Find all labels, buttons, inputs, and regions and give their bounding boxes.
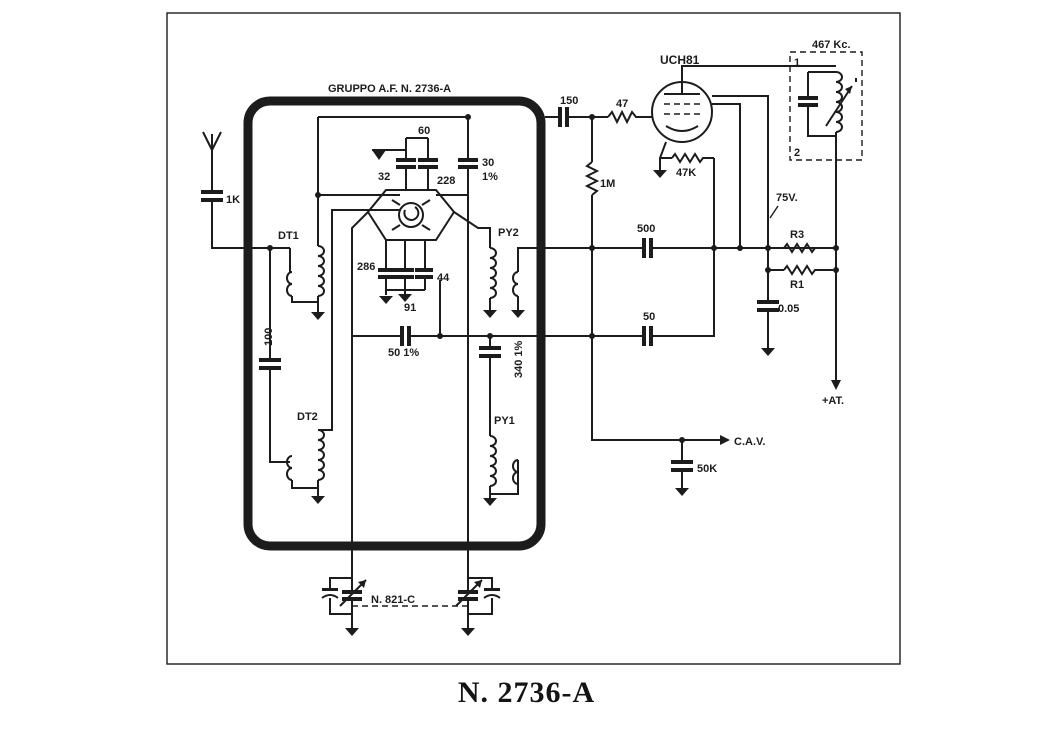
label-c-500: 500	[637, 223, 655, 235]
label-r-1m: 1M	[600, 178, 615, 190]
wave-switch-icon	[366, 189, 456, 241]
if-transformer-box	[789, 51, 863, 161]
label-c-91: 91	[404, 302, 416, 314]
label-c-50-1pct: 50 1%	[388, 347, 419, 359]
coil-label-py1: PY1	[494, 415, 515, 427]
antenna-icon	[202, 131, 222, 190]
coil-label-py2: PY2	[498, 227, 519, 239]
label-c-150: 150	[560, 95, 578, 107]
label-c-228: 228	[437, 175, 455, 187]
label-c-30-tol: 1%	[482, 171, 498, 183]
label-c-32: 32	[378, 171, 390, 183]
label-c-286: 286	[357, 261, 375, 273]
label-r-47k: 47K	[676, 167, 696, 179]
label-c-100: 100	[263, 328, 275, 346]
tube-label: UCH81	[660, 53, 700, 67]
label-c-60: 60	[418, 125, 430, 137]
if-freq-label: 467 Kc.	[812, 39, 851, 51]
label-c-44: 44	[437, 272, 450, 284]
coil-dt1-icon	[286, 245, 325, 297]
label-r3: R3	[790, 229, 804, 241]
tube-uch81-icon	[651, 70, 713, 143]
label-c-30: 30	[482, 157, 494, 169]
at-label: +AT.	[822, 395, 844, 407]
voltage-label: 75V.	[776, 192, 798, 204]
if-transformer-icon	[798, 71, 857, 160]
cav-label: C.A.V.	[734, 436, 765, 448]
variable-capacitor-right-icon	[455, 577, 501, 636]
if-pin-2: 2	[794, 147, 800, 159]
if-pin-1: 1	[794, 57, 800, 69]
label-c-50k: 50K	[697, 463, 717, 475]
coil-label-dt2: DT2	[297, 411, 318, 423]
label-r-47: 47	[616, 98, 628, 110]
variable-capacitor-label: N. 821-C	[371, 594, 415, 606]
coil-label-dt1: DT1	[278, 230, 299, 242]
label-c-1k: 1K	[226, 194, 240, 206]
coil-dt2-icon	[286, 429, 325, 481]
group-title: GRUPPO A.F. N. 2736-A	[328, 83, 451, 95]
rf-group-shield	[243, 96, 546, 551]
label-c-005: 0.05	[778, 303, 799, 315]
label-c-340: 340 1%	[513, 340, 525, 378]
schematic-frame	[166, 12, 901, 665]
label-r1: R1	[790, 279, 804, 291]
coil-py1-icon	[489, 435, 519, 487]
figure-caption: N. 2736-A	[457, 676, 596, 709]
label-c-50: 50	[643, 311, 655, 323]
coil-py2-icon	[489, 247, 519, 299]
variable-capacitor-left-icon	[321, 577, 367, 636]
